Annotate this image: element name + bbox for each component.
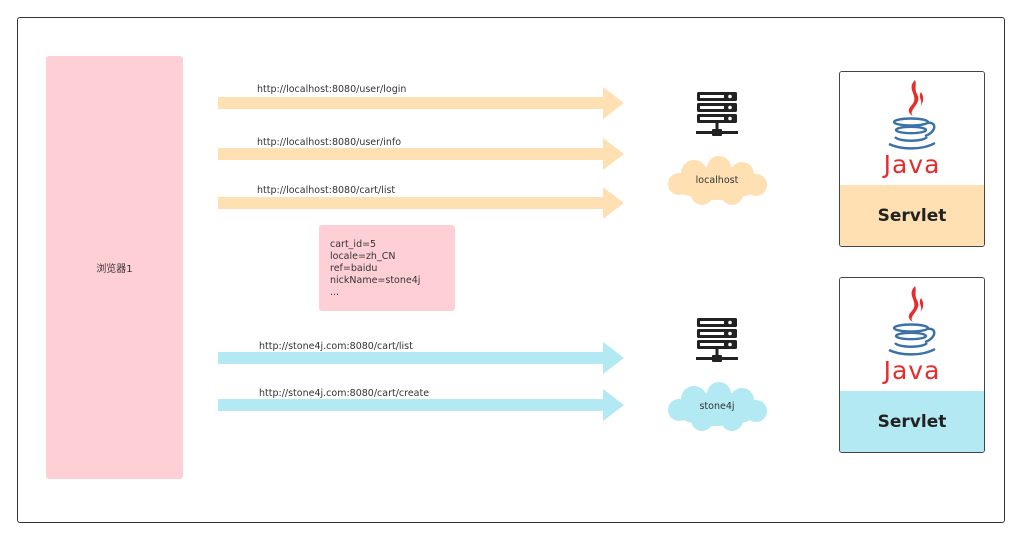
cookie-line: locale=zh_CN [330,251,396,262]
server-icon [696,318,738,362]
cookie-line: ... [330,287,340,298]
browser-label: 浏览器1 [96,264,133,275]
cookie-line: ref=baidu [330,263,378,274]
url-user-info: http://localhost:8080/user/info [257,137,402,148]
servlet-card-stone4j: Java Servlet [839,277,985,453]
server-icon [696,92,738,136]
java-cup-icon [888,286,936,356]
java-logo: Java [840,278,984,391]
servlet-card-localhost: Java Servlet [839,71,985,247]
servlet-label-stone4j: Servlet [840,391,984,452]
java-logo: Java [840,72,984,185]
arrow-user-info [218,138,624,170]
cloud-icon-localhost [668,156,767,205]
url-user-login: http://localhost:8080/user/login [257,84,407,95]
cookie-note: cart_id=5 locale=zh_CN ref=baidu nickNam… [319,225,455,311]
browser-block: 浏览器1 [46,56,183,479]
java-logo-text: Java [883,150,941,179]
servlet-label-localhost: Servlet [840,185,984,246]
url-cart-create-stone4j: http://stone4j.com:8080/cart/create [259,388,430,399]
host-label-stone4j: stone4j [699,401,735,412]
cookie-line: nickName=stone4j [330,275,421,286]
java-logo-text: Java [883,356,941,385]
cookie-line: cart_id=5 [330,239,377,250]
cloud-icon-stone4j [668,382,767,431]
arrow-cart-create-stone4j [218,389,624,421]
url-cart-list-stone4j: http://stone4j.com:8080/cart/list [259,341,413,352]
java-cup-icon [888,80,936,150]
url-cart-list-localhost: http://localhost:8080/cart/list [257,185,396,196]
host-label-localhost: localhost [695,175,739,186]
arrow-user-login [218,87,624,119]
arrow-cart-list-stone4j [218,342,624,374]
arrow-cart-list-localhost [218,187,624,219]
